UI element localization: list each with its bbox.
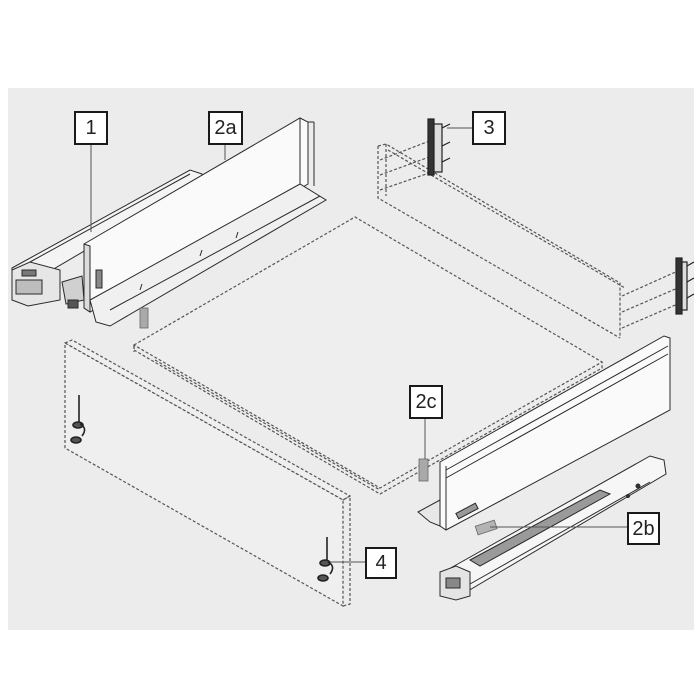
callout-label: 2c bbox=[415, 391, 437, 413]
left-runner bbox=[11, 169, 203, 309]
callout-label: 3 bbox=[483, 117, 495, 139]
front-bracket-right bbox=[317, 537, 334, 582]
callout-label: 4 bbox=[375, 552, 387, 574]
left-drawer-side bbox=[83, 117, 327, 327]
back-bracket-right bbox=[675, 257, 695, 315]
callout-label: 2a bbox=[214, 117, 237, 139]
callout-2b: 2b bbox=[627, 512, 660, 545]
callout-4: 4 bbox=[365, 547, 397, 579]
callout-1: 1 bbox=[74, 111, 108, 145]
adhesive-label bbox=[474, 519, 498, 536]
callout-3: 3 bbox=[472, 111, 506, 145]
front-bracket-left bbox=[70, 395, 86, 444]
callout-2a: 2a bbox=[208, 111, 243, 145]
drawer-bottom-panel bbox=[132, 216, 604, 495]
front-panel bbox=[63, 339, 352, 608]
callout-label: 1 bbox=[85, 117, 97, 139]
left-side-clip bbox=[139, 307, 149, 329]
callout-2c: 2c bbox=[409, 385, 443, 419]
back-panel bbox=[377, 139, 681, 339]
back-bracket-top bbox=[427, 118, 451, 176]
right-drawer-side bbox=[417, 335, 671, 531]
callout-leader-lines bbox=[90, 127, 627, 563]
bottom-panel-clip bbox=[418, 458, 429, 482]
callout-label: 2b bbox=[632, 517, 655, 540]
